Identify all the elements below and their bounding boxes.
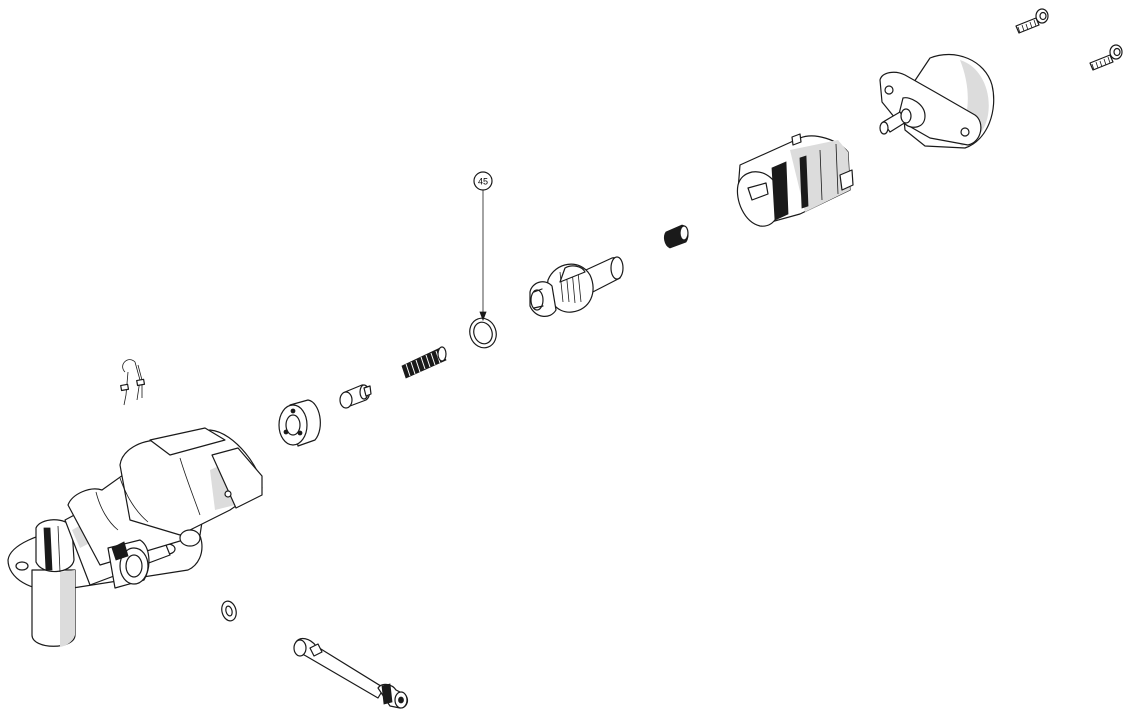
end-cap-housing <box>879 53 995 149</box>
screw-right <box>1089 44 1123 71</box>
set-screw <box>663 224 689 249</box>
rotor-cage <box>736 133 854 227</box>
bushing-disk <box>278 399 321 447</box>
callout-45: 45 <box>473 171 493 322</box>
retaining-clip <box>120 359 146 406</box>
long-tube <box>293 637 409 709</box>
callout-45-label: 45 <box>478 177 488 187</box>
main-housing <box>7 427 263 647</box>
compression-spring <box>401 346 447 379</box>
screw-top <box>1015 8 1049 34</box>
small-washer <box>221 600 237 622</box>
plunger-pin <box>339 384 372 409</box>
valve-cartridge <box>529 256 624 317</box>
o-ring-45 <box>469 317 497 349</box>
